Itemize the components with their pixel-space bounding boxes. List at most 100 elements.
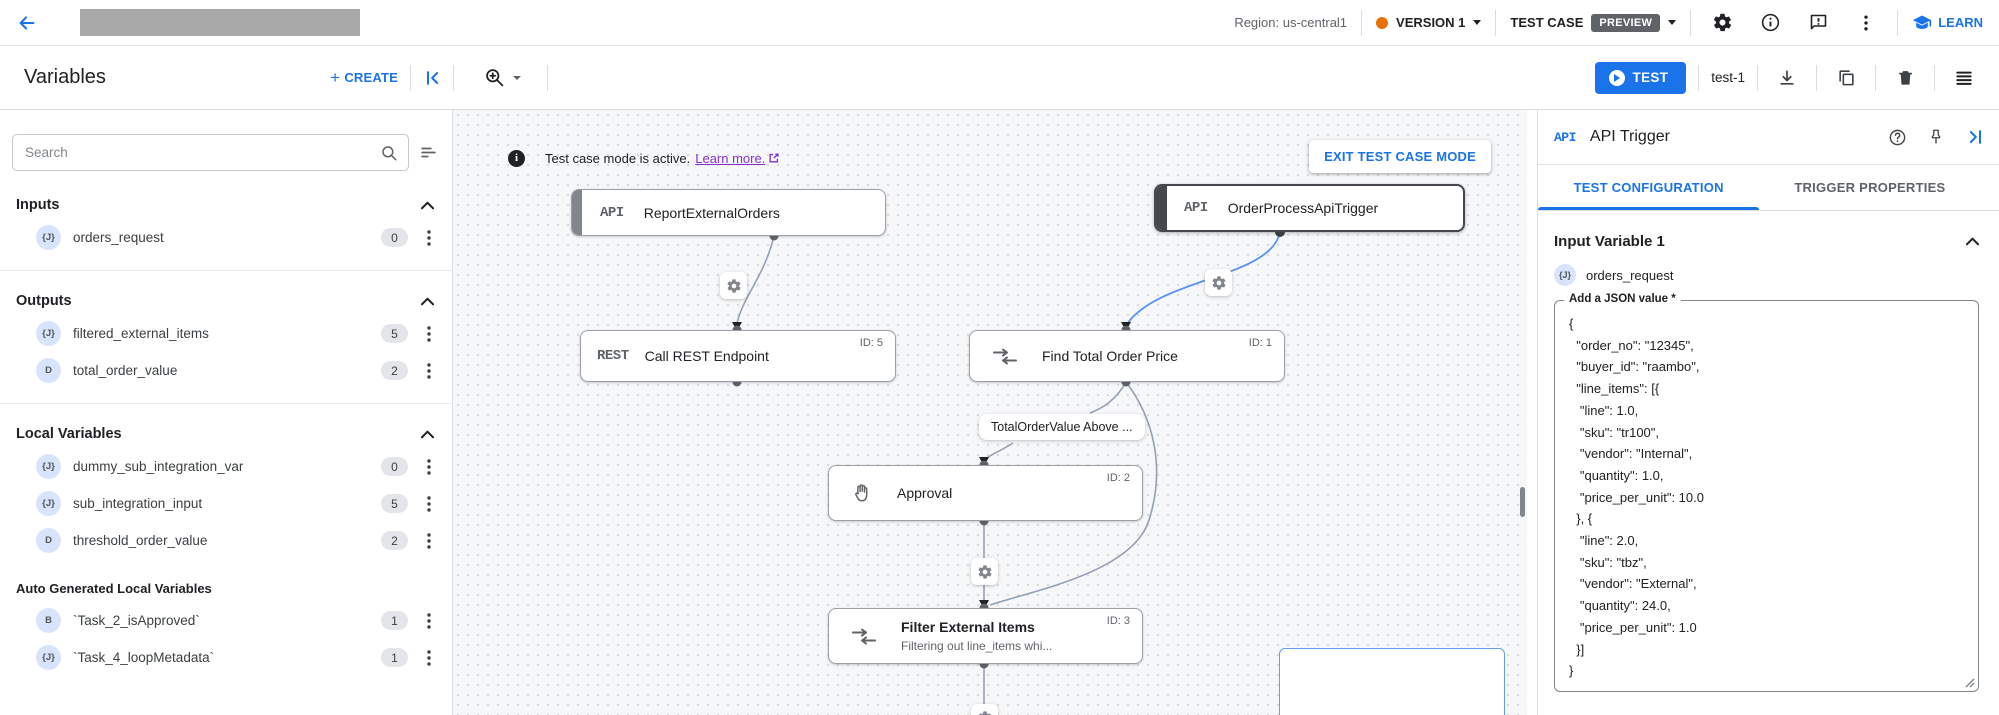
chevron-up-icon[interactable] [421, 430, 434, 439]
edge-settings-gear-icon[interactable] [1205, 269, 1232, 296]
data-mapping-icon [992, 348, 1018, 365]
divider [1690, 9, 1692, 36]
search-icon[interactable] [380, 144, 398, 162]
section-header-outputs: Outputs [0, 271, 452, 315]
node-title: Approval [897, 485, 953, 501]
version-dropdown[interactable]: VERSION 1 [1376, 15, 1482, 30]
external-link-icon [768, 152, 780, 164]
kebab-menu-icon[interactable] [420, 458, 438, 475]
highlighted-node-placeholder[interactable] [1279, 648, 1505, 715]
json-type-icon: {J} [36, 645, 61, 670]
test-button[interactable]: TEST [1594, 61, 1687, 94]
kebab-menu-icon[interactable] [420, 532, 438, 549]
learn-more-link[interactable]: Learn more. [695, 150, 766, 166]
create-label: CREATE [344, 70, 398, 85]
variable-row[interactable]: {J} filtered_external_items 5 [0, 315, 452, 352]
node-subtitle: Filtering out line_items whi... [901, 639, 1053, 653]
node-order-process-api-trigger[interactable]: API OrderProcessApiTrigger [1154, 184, 1465, 232]
edge-settings-gear-icon[interactable] [971, 704, 998, 715]
learn-button[interactable]: LEARN [1912, 13, 1983, 33]
info-icon[interactable] [1753, 6, 1787, 40]
menu-list-icon[interactable] [1947, 61, 1981, 95]
kebab-menu-icon[interactable] [420, 649, 438, 666]
variable-name: `Task_2_isApproved` [73, 613, 200, 628]
kebab-menu-icon[interactable] [420, 495, 438, 512]
usage-count-badge: 1 [381, 611, 408, 630]
chevron-down-icon [513, 75, 521, 80]
variable-name: filtered_external_items [73, 326, 209, 341]
pin-icon[interactable] [1927, 128, 1945, 146]
edge-settings-gear-icon[interactable] [971, 558, 998, 585]
kebab-menu-icon[interactable] [420, 229, 438, 246]
plus-icon: + [330, 67, 341, 87]
variable-row[interactable]: B `Task_2_isApproved` 1 [0, 602, 452, 639]
variable-row[interactable]: {J} orders_request 0 [0, 219, 452, 256]
json-type-icon: {J} [36, 491, 61, 516]
section-header-local-variables: Local Variables [0, 404, 452, 448]
copy-icon[interactable] [1829, 61, 1863, 95]
tab-test-configuration[interactable]: TEST CONFIGURATION [1538, 165, 1760, 210]
variable-row[interactable]: {J} dummy_sub_integration_var 0 [0, 448, 452, 485]
json-type-icon: {J} [36, 225, 61, 250]
chevron-up-icon[interactable] [1966, 237, 1979, 246]
json-value-input[interactable]: { "order_no": "12345", "buyer_id": "raam… [1569, 316, 1704, 679]
node-title: OrderProcessApiTrigger [1227, 200, 1379, 216]
variable-name: `Task_4_loopMetadata` [73, 650, 215, 665]
double-type-icon: D [36, 528, 61, 553]
delete-trash-icon[interactable] [1888, 61, 1922, 95]
integration-canvas[interactable]: i Test case mode is active. Learn more. … [453, 110, 1527, 715]
exit-test-case-mode-button[interactable]: EXIT TEST CASE MODE [1309, 140, 1491, 173]
node-title: ReportExternalOrders [643, 204, 780, 221]
edge-condition-label[interactable]: TotalOrderValue Above ... [979, 414, 1145, 440]
feedback-icon[interactable] [1801, 6, 1835, 40]
edge-settings-gear-icon[interactable] [720, 272, 747, 299]
usage-count-badge: 5 [381, 494, 408, 513]
search-input[interactable] [25, 145, 380, 160]
variable-row[interactable]: {J} sub_integration_input 5 [0, 485, 452, 522]
canvas-vertical-scrollbar[interactable] [1520, 487, 1525, 517]
collapse-panel-right-icon[interactable] [1965, 127, 1985, 147]
filter-sort-icon[interactable] [419, 143, 438, 162]
kebab-menu-icon[interactable] [420, 325, 438, 342]
variable-name: orders_request [73, 230, 164, 245]
api-trigger-config-panel: API API Trigger TEST CONFIGURATION TRIGG… [1537, 110, 1999, 715]
node-call-rest-endpoint[interactable]: REST Call REST Endpoint ID: 5 [580, 330, 896, 382]
node-id: ID: 1 [1248, 337, 1272, 349]
variable-name: dummy_sub_integration_var [73, 459, 244, 474]
rest-badge: REST [597, 348, 629, 364]
node-approval[interactable]: Approval ID: 2 [828, 465, 1143, 521]
usage-count-badge: 0 [381, 228, 408, 247]
node-report-external-orders[interactable]: API ReportExternalOrders [571, 189, 886, 236]
help-icon[interactable] [1888, 128, 1907, 147]
create-variable-button[interactable]: + CREATE [330, 68, 398, 88]
panel-variable-name: orders_request [1586, 267, 1674, 283]
divider [453, 64, 454, 91]
node-filter-external-items[interactable]: Filter External Items Filtering out line… [828, 608, 1143, 664]
download-icon[interactable] [1770, 61, 1804, 95]
node-find-total-order-price[interactable]: Find Total Order Price ID: 1 [969, 330, 1285, 382]
divider [1757, 64, 1758, 91]
approval-hand-icon [851, 482, 873, 504]
usage-count-badge: 1 [381, 648, 408, 667]
chevron-up-icon[interactable] [421, 297, 434, 306]
variable-row[interactable]: D total_order_value 2 [0, 352, 452, 389]
zoom-control[interactable] [484, 67, 521, 88]
divider [1934, 64, 1935, 91]
panel-title: API Trigger [1589, 128, 1670, 145]
section-header-auto-generated: Auto Generated Local Variables [0, 559, 452, 602]
variable-row[interactable]: {J} `Task_4_loopMetadata` 1 [0, 639, 452, 676]
more-vertical-icon[interactable] [1849, 6, 1883, 40]
chevron-up-icon[interactable] [421, 201, 434, 210]
settings-gear-icon[interactable] [1705, 6, 1739, 40]
variable-row[interactable]: D threshold_order_value 2 [0, 522, 452, 559]
divider [1361, 9, 1363, 36]
collapse-panel-left-icon[interactable] [423, 68, 443, 88]
back-arrow-icon[interactable] [16, 12, 38, 34]
tab-trigger-properties[interactable]: TRIGGER PROPERTIES [1794, 180, 1946, 195]
test-case-label: TEST CASE [1510, 15, 1584, 30]
resize-handle-icon[interactable] [1965, 678, 1975, 688]
kebab-menu-icon[interactable] [420, 362, 438, 379]
test-case-name[interactable]: test-1 [1711, 70, 1745, 85]
kebab-menu-icon[interactable] [420, 612, 438, 629]
test-case-dropdown[interactable]: TEST CASE PREVIEW [1510, 13, 1677, 32]
